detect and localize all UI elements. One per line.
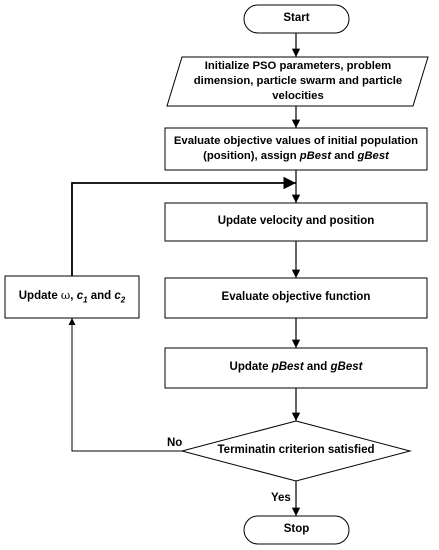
update-velocity-label: Update velocity and position xyxy=(217,215,375,228)
termination-node: Terminatin criterion satisfied xyxy=(192,431,400,471)
arrow-no-to-update-params xyxy=(68,318,182,452)
update-params-and: and xyxy=(87,289,115,302)
evaluate-initial-line-1: Evaluate objective values of initial pop… xyxy=(173,134,419,147)
update-params-shape xyxy=(4,275,140,319)
c1-subscript: 1 xyxy=(83,295,88,305)
evaluate-initial-shape xyxy=(164,127,428,171)
init-label-line-1: Initialize PSO parameters, problem xyxy=(204,60,392,73)
start-label: Start xyxy=(283,12,310,25)
c2-subscript: 2 xyxy=(120,295,126,305)
init-label-line-3: velocities xyxy=(272,89,324,102)
evaluate-objective-shape xyxy=(164,277,428,319)
pbest-term: pBest xyxy=(299,150,332,162)
evaluate-initial-node: Evaluate objective values of initial pop… xyxy=(165,128,427,170)
c2-base: c xyxy=(114,289,121,302)
update-best-pbest: pBest xyxy=(271,361,304,374)
gbest-term: gBest xyxy=(357,150,389,162)
termination-label: Terminatin criterion satisfied xyxy=(217,444,375,457)
omega-symbol: ω xyxy=(60,287,71,302)
init-node: Initialize PSO parameters, problem dimen… xyxy=(178,57,418,106)
evaluate-objective-label: Evaluate objective function xyxy=(221,291,371,304)
update-params-label: Update ω, c1 and c2 xyxy=(19,288,126,306)
update-best-and: and xyxy=(303,361,331,374)
evaluate-initial-line-2-prefix: (position), assign xyxy=(203,150,300,162)
evaluate-initial-and: and xyxy=(331,150,358,162)
yes-edge-label: Yes xyxy=(271,492,291,504)
start-node: Start xyxy=(244,5,349,33)
arrow-update-params-to-loop xyxy=(71,176,296,276)
update-params-comma: , xyxy=(70,289,77,302)
update-params-prefix: Update xyxy=(18,289,61,302)
c1-base: c xyxy=(76,289,84,302)
evaluate-initial-line-2: (position), assign pBest and gBest xyxy=(174,149,418,164)
init-label-line-2: dimension, particle swarm and particle xyxy=(193,75,403,88)
no-edge-label: No xyxy=(167,437,183,449)
update-params-node: Update ω, c1 and c2 xyxy=(5,276,139,318)
stop-node: Stop xyxy=(244,516,349,544)
init-io-shape xyxy=(166,56,429,107)
evaluate-objective-node: Evaluate objective function xyxy=(165,278,427,318)
update-best-node: Update pBest and gBest xyxy=(165,348,427,388)
update-best-label: Update pBest and gBest xyxy=(230,360,363,376)
stop-label: Stop xyxy=(283,523,310,536)
update-best-prefix: Update xyxy=(229,361,272,374)
update-best-gbest: gBest xyxy=(330,361,363,374)
update-velocity-node: Update velocity and position xyxy=(165,203,427,241)
